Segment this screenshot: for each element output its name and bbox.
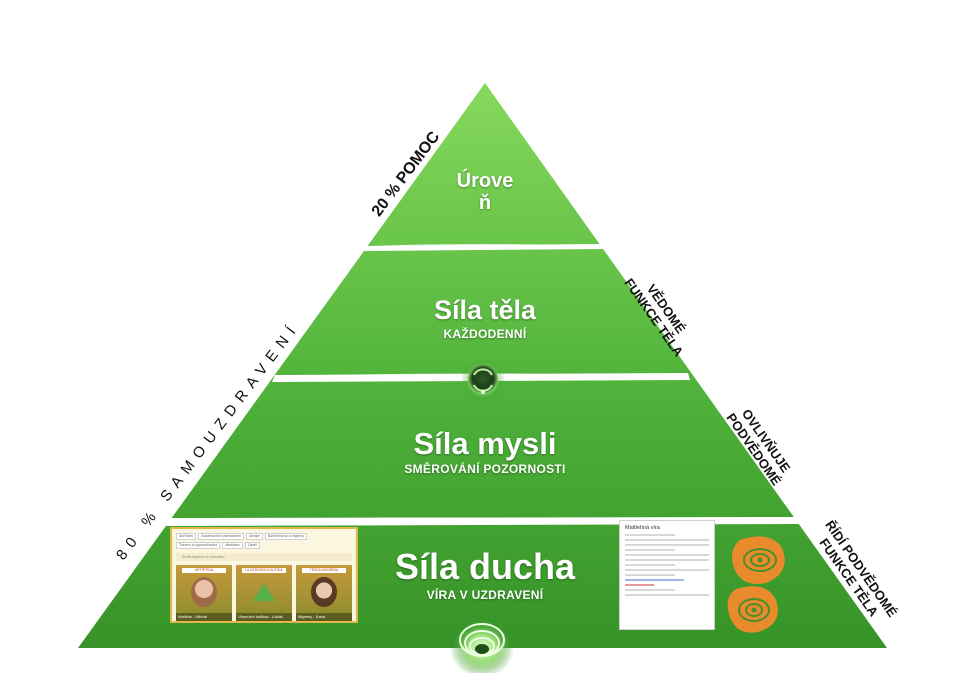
video-library-screenshot: Art/Video Autoimunitní onemocnění Alergi… xyxy=(170,527,358,623)
level-mind-title: Síla mysli xyxy=(413,426,557,461)
text-line xyxy=(625,539,709,541)
person-photo xyxy=(311,577,337,607)
card-caption: Artritida - Michal xyxy=(176,613,232,621)
category-chips: Art/Video Autoimunitní onemocnění Alergi… xyxy=(172,529,356,551)
triangle-logo-icon xyxy=(253,583,275,601)
energy-orb-icon xyxy=(461,358,505,402)
person-photo xyxy=(191,577,217,607)
level-body-subtitle: KAŽDODENNÍ xyxy=(443,327,527,341)
chip: Bolesti hlavy a migrény xyxy=(264,533,307,540)
text-line xyxy=(625,574,676,576)
chip: Zánět xyxy=(244,542,260,549)
text-line xyxy=(625,559,709,561)
video-card: ULCERÓZNÍ KOLITIDA Ulcerózní kolitida - … xyxy=(236,565,292,621)
card-caption: Ulcerózní kolitida - Lukáš xyxy=(236,613,292,621)
chip: Trávení a vyprazdňování xyxy=(176,542,221,549)
text-line xyxy=(625,549,676,551)
text-line xyxy=(625,544,709,546)
card-tag: ULCERÓZNÍ KOLITIDA xyxy=(242,568,286,573)
level-spirit-subtitle: VÍRA V UZDRAVENÍ xyxy=(426,588,544,602)
level-divider xyxy=(362,244,606,251)
chip: Art/Video xyxy=(176,533,197,540)
video-card: TĚŽKÁ MIGRÉNA Migrény - Karla xyxy=(296,565,352,621)
card-tag: ARTRITIDA xyxy=(182,568,226,573)
hint-text: Zvolte kapitolu ze seznamu xyxy=(176,553,352,561)
text-line xyxy=(625,569,709,571)
chip: Meditace xyxy=(222,542,243,549)
level-spirit-title: Síla ducha xyxy=(394,546,576,587)
glowing-rings-icon xyxy=(450,618,514,673)
link-line xyxy=(625,579,684,581)
text-line xyxy=(625,589,676,591)
document-screenshot: Mattlehná víra xyxy=(619,520,715,630)
chip: Autoimunitní onemocnění xyxy=(198,533,245,540)
card-caption: Migrény - Karla xyxy=(296,613,352,621)
document-title: Mattlehná víra xyxy=(625,525,660,531)
text-line xyxy=(625,594,709,596)
video-card: ARTRITIDA Artritida - Michal xyxy=(176,565,232,621)
text-line xyxy=(625,554,709,556)
orange-cells-icon xyxy=(727,536,785,633)
text-line xyxy=(625,564,676,566)
chip: Alergie xyxy=(246,533,263,540)
level-top-title: Úrove ň xyxy=(456,170,514,214)
text-line xyxy=(625,584,655,586)
level-mind-subtitle: SMĚROVÁNÍ POZORNOSTI xyxy=(404,462,566,476)
text-line xyxy=(625,534,676,536)
level-body-title: Síla těla xyxy=(433,295,537,325)
card-tag: TĚŽKÁ MIGRÉNA xyxy=(302,568,346,573)
